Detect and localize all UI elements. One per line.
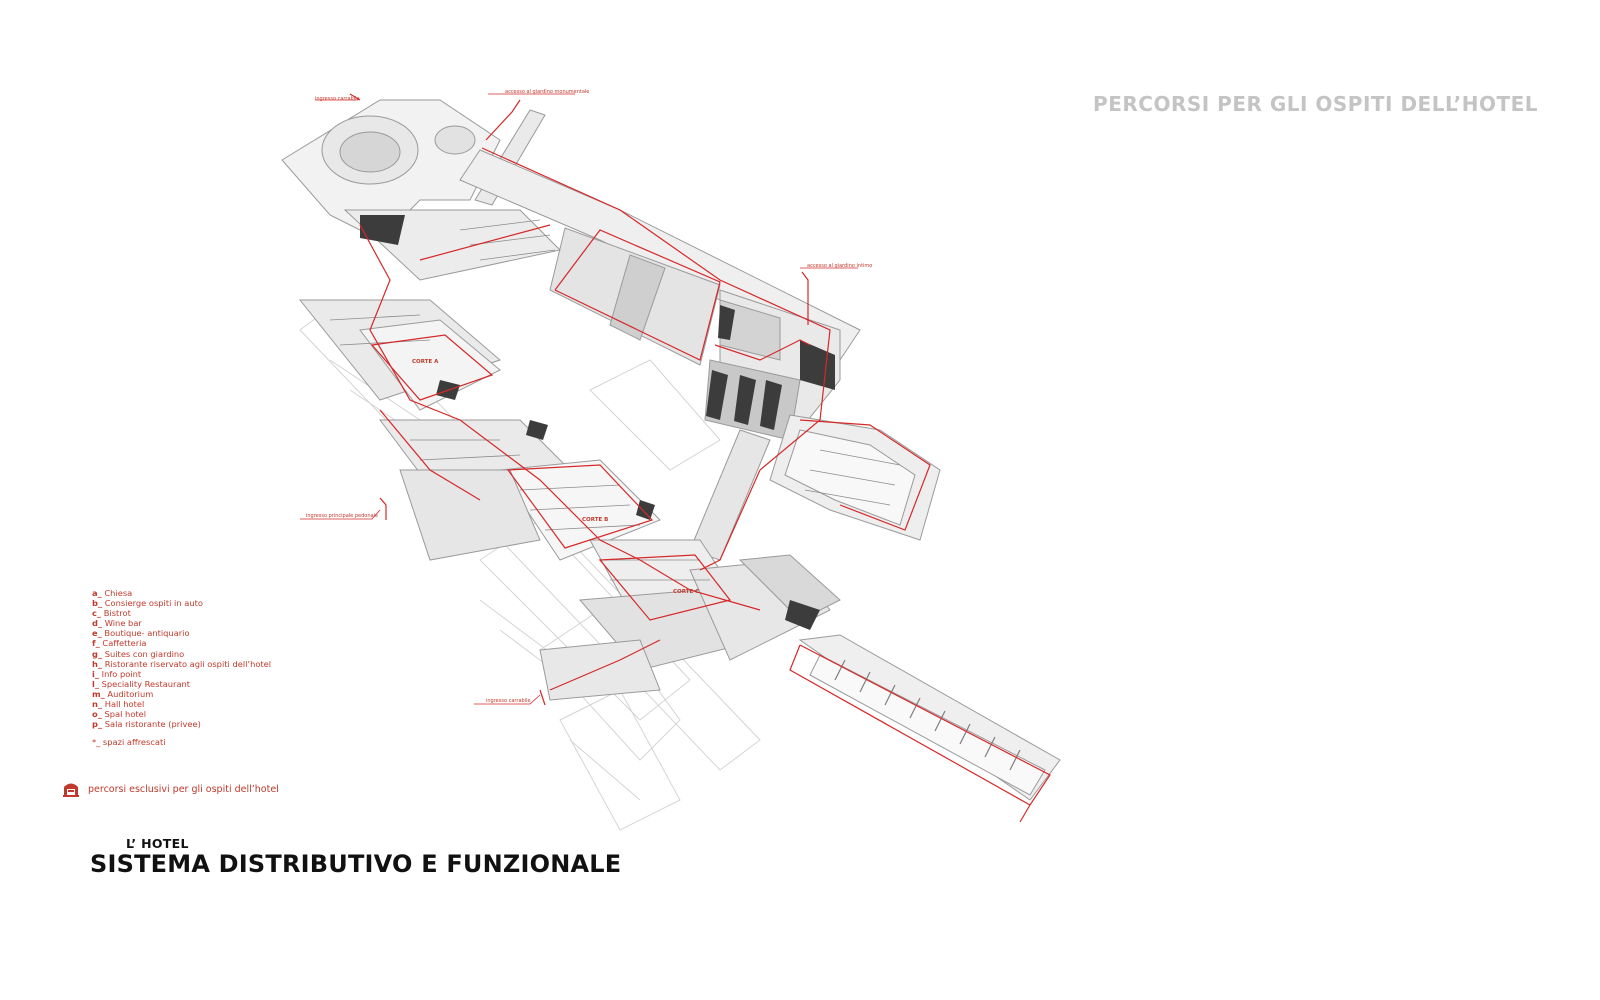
- annotation-ticks: [300, 93, 858, 705]
- path-corte-b: [506, 464, 654, 549]
- legend-key: i_: [92, 668, 99, 679]
- legend-key: h_: [92, 658, 103, 669]
- path-left-loop: [379, 409, 481, 501]
- legend-label: Boutique- antiquario: [101, 628, 190, 639]
- legend-label: Hall hotel: [102, 699, 145, 710]
- path-car-entry-top: [349, 93, 361, 101]
- legend-label: Auditorium: [104, 688, 154, 699]
- legend-item: p_ Sala ristorante (privee): [92, 719, 271, 729]
- legend-label: Speciality Restaurant: [99, 678, 191, 689]
- annotation-accesso-giardino-monumentale: accesso al giardino monumentale: [505, 89, 589, 95]
- legend-item: n_ Hall hotel: [92, 699, 271, 709]
- path-lower-entry: [539, 689, 546, 706]
- legend-label: Bistrot: [101, 608, 131, 619]
- legend-key: d_: [92, 618, 103, 629]
- path-auditorium: [799, 419, 931, 531]
- path-suites-tail: [1019, 804, 1031, 823]
- exclusive-paths-key: percorsi esclusivi per gli ospiti dell’h…: [62, 780, 279, 798]
- legend-key: c_: [92, 608, 102, 619]
- path-tower: [714, 339, 811, 361]
- legend-label: Consierge ospiti in auto: [102, 598, 203, 609]
- legend-label: Wine bar: [102, 618, 142, 629]
- legend-key: o_: [92, 709, 102, 720]
- legend-key: p_: [92, 719, 103, 730]
- annotation-ingresso-carrabile-top: ingresso carrabile: [315, 96, 360, 102]
- legend-label: Caffetteria: [99, 638, 147, 649]
- legend-item: g_ Suites con giardino: [92, 649, 271, 659]
- legend-key: f_: [92, 638, 100, 649]
- path-garden-entry: [485, 99, 521, 141]
- path-garden-link: [481, 147, 831, 471]
- legend-label: Spal hotel: [101, 709, 147, 720]
- legend-item: f_ Caffetteria: [92, 638, 271, 648]
- path-corte-c: [598, 554, 732, 621]
- legend-label: Chiesa: [101, 588, 133, 598]
- label-corte-c: CORTE C: [673, 589, 699, 595]
- path-diagonal-corridor: [699, 469, 761, 571]
- annotation-ingresso-principale-pedonale: ingresso principale pedonale: [306, 513, 378, 519]
- path-upper-wing: [419, 224, 551, 261]
- section-subtitle: L’ HOTEL: [126, 836, 189, 851]
- annotation-accesso-giardino-intimo: accesso al giardino intimo: [807, 263, 872, 269]
- path-pedestrian-entry: [379, 497, 387, 520]
- legend-item: o_ Spal hotel: [92, 709, 271, 719]
- legend-item: c_ Bistrot: [92, 608, 271, 618]
- shadow-accents: [360, 215, 835, 630]
- section-title: SISTEMA DISTRIBUTIVO E FUNZIONALE: [90, 850, 622, 878]
- legend-key: n_: [92, 699, 103, 710]
- legend-label: Sala ristorante (privee): [102, 719, 201, 730]
- legend-note: *_ spazi affrescati: [92, 737, 166, 748]
- legend-item: l_ Speciality Restaurant: [92, 679, 271, 689]
- legend-label: Info point: [99, 668, 142, 679]
- label-corte-a: CORTE A: [412, 359, 439, 365]
- page-title: PERCORSI PER GLI OSPITI DELL’HOTEL: [1093, 92, 1538, 116]
- legend-item: b_ Consierge ospiti in auto: [92, 598, 271, 608]
- legend-item: a_ Chiesa: [92, 588, 271, 598]
- legend-label: Ristorante riservato agli ospiti dell’ho…: [102, 658, 272, 669]
- path-intimate-garden: [801, 271, 809, 325]
- legend-item: e_ Boutique- antiquario: [92, 628, 271, 638]
- legend-key: e_: [92, 628, 102, 639]
- suite-partitions: [834, 659, 1021, 771]
- path-main-spine: [359, 224, 761, 611]
- annotation-ingresso-carrabile-bottom: ingresso carrabile: [486, 698, 531, 704]
- function-legend: a_ Chiesa b_ Consierge ospiti in auto c_…: [92, 588, 271, 747]
- label-corte-b: CORTE B: [582, 517, 608, 523]
- legend-key: m_: [92, 688, 105, 699]
- legend-key: l_: [92, 678, 99, 689]
- legend-key: a_: [92, 588, 102, 598]
- legend-label: Suites con giardino: [102, 648, 185, 659]
- legend-item: i_ Info point: [92, 669, 271, 679]
- legend-item: m_ Auditorium: [92, 689, 271, 699]
- exclusive-paths-label: percorsi esclusivi per gli ospiti dell’h…: [88, 783, 279, 795]
- hotel-building-icon: [63, 783, 79, 797]
- path-corte-a: [370, 334, 494, 401]
- legend-item: h_ Ristorante riservato agli ospiti dell…: [92, 659, 271, 669]
- path-ramp-loop: [554, 229, 721, 361]
- guest-paths: [349, 93, 1051, 823]
- legend-key: b_: [92, 598, 103, 609]
- legend-item: d_ Wine bar: [92, 618, 271, 628]
- legend-key: g_: [92, 648, 103, 659]
- path-lower-wing: [549, 639, 661, 691]
